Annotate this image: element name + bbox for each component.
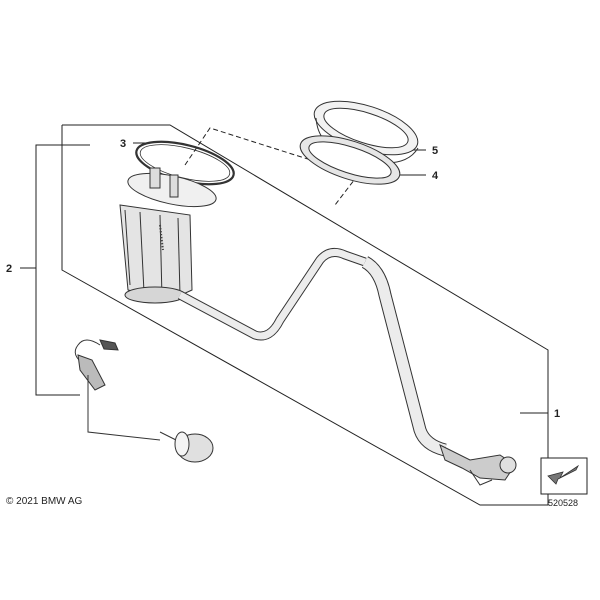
- callout-4: 4: [432, 170, 439, 182]
- arrow-icon[interactable]: [540, 457, 588, 495]
- callout-5: 5: [432, 145, 438, 157]
- assembly-frame: [61, 124, 549, 506]
- sealing-ring: [299, 135, 401, 185]
- fuel-level-sensor: [74, 339, 214, 463]
- dashed-guide: [184, 127, 359, 206]
- copyright-text: © 2021 BMW AG: [6, 496, 83, 507]
- callout-2: 2: [6, 263, 12, 275]
- suction-pipe: [177, 247, 517, 486]
- fuel-pump-module: [119, 167, 217, 304]
- bracket-2: [35, 144, 90, 396]
- callout-3: 3: [120, 138, 126, 150]
- reference-number: 520528: [548, 498, 579, 508]
- callout-1: 1: [554, 408, 560, 420]
